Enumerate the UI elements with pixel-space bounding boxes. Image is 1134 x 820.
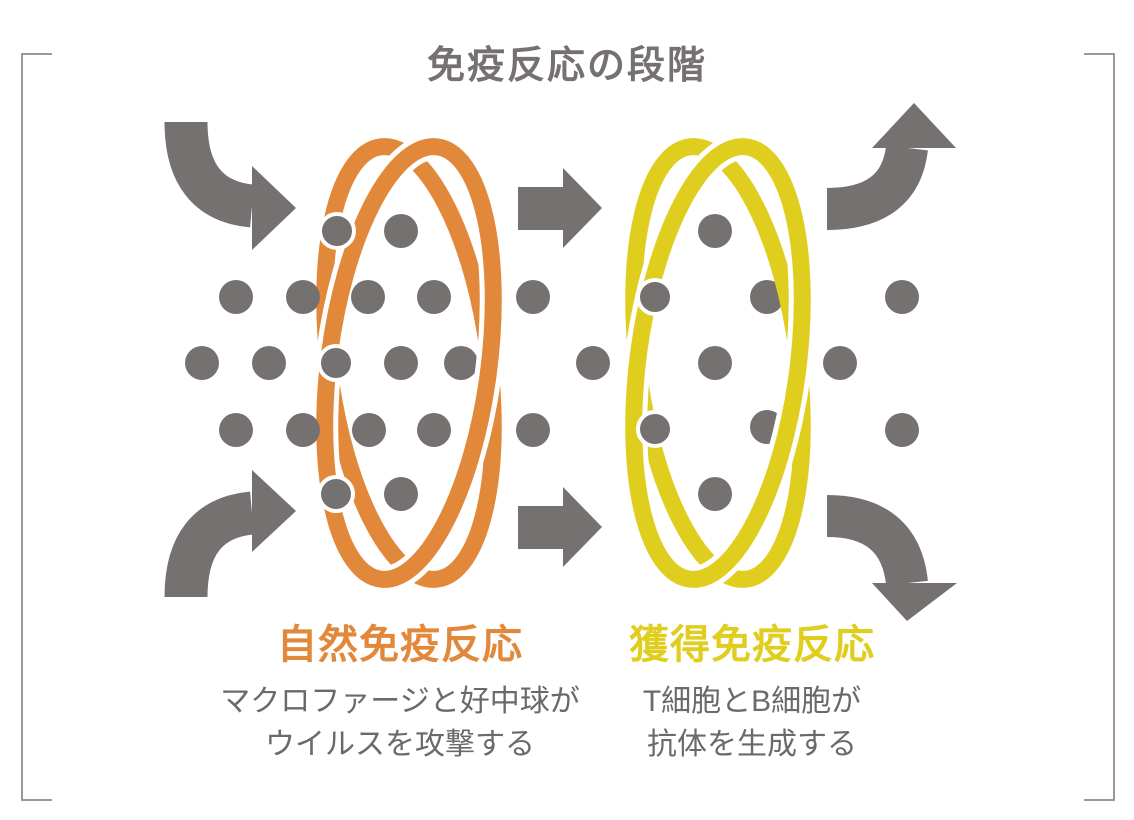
pathogen-dot: [384, 214, 418, 248]
pathogen-dot: [636, 410, 674, 448]
pathogen-dot: [317, 475, 355, 513]
flow-arrows: [164, 103, 957, 621]
outflow-arrow-bottom-right: [826, 495, 957, 621]
inflow-arrow-bottom-left-band: [164, 491, 255, 598]
stage-adaptive-description: T細胞とB細胞が 抗体を生成する: [642, 685, 862, 761]
pathogen-dots: [185, 212, 919, 513]
inflow-arrow-bottom-left-head: [252, 470, 296, 552]
pathogen-dot: [885, 413, 919, 447]
inflow-arrow-top-left-head: [252, 166, 296, 250]
pathogen-dot: [351, 280, 385, 314]
pathogen-dot: [516, 413, 550, 447]
pathogen-dot: [823, 346, 857, 380]
stage-adaptive-block: 獲得免疫反応 T細胞とB細胞が 抗体を生成する: [629, 620, 875, 766]
outflow-arrow-top-right-head: [872, 103, 956, 148]
pathogen-dot: [317, 344, 355, 382]
mid-arrow-bottom-head: [563, 487, 602, 567]
pathogen-dot: [219, 413, 253, 447]
pathogen-dot: [885, 280, 919, 314]
outflow-arrow-bottom-right-band: [826, 495, 928, 587]
pathogen-dot: [750, 280, 784, 314]
pathogen-dot: [516, 280, 550, 314]
pathogen-dot: [444, 346, 478, 380]
mid-arrow-bottom: [518, 487, 602, 567]
stage-innate-label: 自然免疫反応: [277, 623, 523, 667]
outflow-arrow-top-right-band: [826, 144, 928, 230]
frame-corner-brackets: [21, 53, 1115, 801]
pathogen-dot: [384, 346, 418, 380]
pathogen-dot: [318, 212, 356, 250]
inflow-arrow-top-left: [164, 121, 296, 250]
adaptive-ring: [620, 133, 816, 593]
pathogen-dot: [352, 413, 386, 447]
pathogen-dot: [698, 214, 732, 248]
outflow-arrow-top-right: [826, 103, 956, 230]
pathogen-dot: [286, 413, 320, 447]
pathogen-dot: [219, 280, 253, 314]
mid-arrow-top: [518, 168, 602, 248]
pathogen-dot: [252, 346, 286, 380]
inflow-arrow-bottom-left: [164, 470, 296, 598]
pathogen-dot: [286, 280, 320, 314]
stage-innate-description: マクロファージと好中球が ウイルスを攻撃する: [220, 685, 580, 761]
outflow-arrow-bottom-right-head: [872, 583, 957, 621]
mid-arrow-bottom-body: [518, 506, 563, 549]
mid-arrow-top-body: [518, 187, 563, 230]
pathogen-dot: [417, 413, 451, 447]
stage-innate-block: 自然免疫反応 マクロファージと好中球が ウイルスを攻撃する: [220, 620, 579, 766]
pathogen-dot: [698, 346, 732, 380]
pathogen-dot: [384, 477, 418, 511]
inflow-arrow-top-left-band: [164, 121, 255, 228]
pathogen-dot: [185, 346, 219, 380]
pathogen-dot: [576, 346, 610, 380]
pathogen-dot: [636, 278, 674, 316]
pathogen-dot: [417, 280, 451, 314]
page-title: 免疫反応の段階: [426, 45, 707, 87]
adaptive-ring-band: [625, 138, 811, 588]
mid-arrow-top-head: [563, 168, 602, 248]
stage-adaptive-label: 獲得免疫反応: [629, 623, 875, 667]
pathogen-dot: [698, 477, 732, 511]
